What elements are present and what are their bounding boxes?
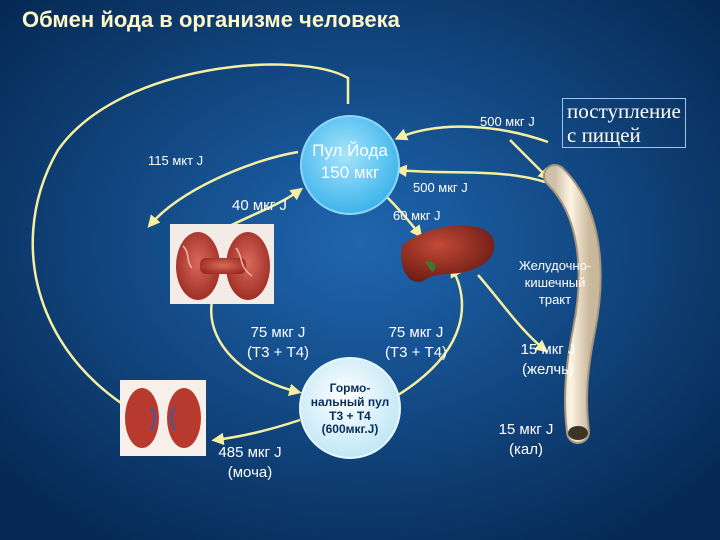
gi-tract-line2: кишечный [524,274,586,290]
flow-feces: 15 мкг J (кал) [478,420,574,459]
flow-bile-note: (желчь) [522,360,574,378]
flow-liver-hormones-note: (Т3 + Т4) [384,343,448,361]
gi-tract-line1: Желудочно- [518,258,592,273]
flow-urine-note: (моча) [227,463,273,481]
hormonal-pool-line1: Гормо- [329,381,371,395]
flow-thyroid-40: 40 мкг J [232,197,287,214]
flow-thyroid-hormones-note: (Т3 + Т4) [246,343,310,361]
food-intake-box: поступление с пищей [562,98,686,149]
iodine-pool-line1: Пул Йода [312,141,388,160]
food-intake-line2: с пищей [567,123,641,148]
page-title: Обмен йода в организме человека [22,7,400,32]
thyroid-image [170,224,274,304]
iodine-pool-label: Пул Йода 150 мкг [300,140,400,184]
flow-thyroid-hormones: 75 мкг J (Т3 + Т4) [232,323,324,362]
arrow-thyroid-to-hormonal [209,289,302,396]
flow-bile-value: 15 мкг J [520,341,576,358]
hormonal-pool-line2: нальный пул [310,394,390,409]
flow-liver-hormones: 75 мкг J (Т3 + Т4) [370,323,462,362]
flow-feces-value: 15 мкг J [498,421,554,438]
flow-intake-500: 500 мкг J [480,114,535,129]
flow-liver-hormones-value: 75 мкг J [388,324,444,341]
iodine-pool-line2: 150 мкг [320,163,380,183]
iodine-pool-circle [300,115,400,215]
flow-feces-note: (кал) [509,440,543,458]
arrow-liver-to-hormonal [397,264,464,397]
flow-thyroid-hormones-value: 75 мкг J [250,324,306,341]
arrow-gi-to-pool [394,164,546,184]
arrow-outer-loop [31,63,350,444]
flow-urine-value: 485 мкг J [218,444,282,461]
flow-urine: 485 мкг J (моча) [200,443,300,482]
flow-liver-60: 60 мкг J [393,208,441,223]
flow-pool-500: 500 мкг J [413,180,468,195]
liver-image [401,225,495,282]
arrow-pool-to-thyroid [147,150,299,228]
arrow-liver-to-gi [477,274,548,353]
arrow-hormonal-to-kidney [211,418,301,446]
flow-bile: 15 мкг J (желчь) [500,340,596,379]
gi-tract-label: Желудочно- кишечный тракт [500,258,610,309]
gi-tract-tube [543,164,602,444]
hormonal-pool-label: Гормо- нальный пул Т3 + Т4 (600мкг.J) [300,381,400,437]
food-intake-line1: поступление [567,99,681,123]
hormonal-pool-line4: (600мкг.J) [321,422,379,437]
gi-tract-line3: тракт [538,291,572,307]
kidneys-image [120,380,206,456]
arrow-pool-to-liver [384,194,423,238]
hormonal-pool-line3: Т3 + Т4 [329,408,371,423]
flow-thyroid-uptake: 115 мкт J [148,153,204,168]
arrow-intake [394,125,549,144]
hormonal-pool-circle [299,357,401,459]
